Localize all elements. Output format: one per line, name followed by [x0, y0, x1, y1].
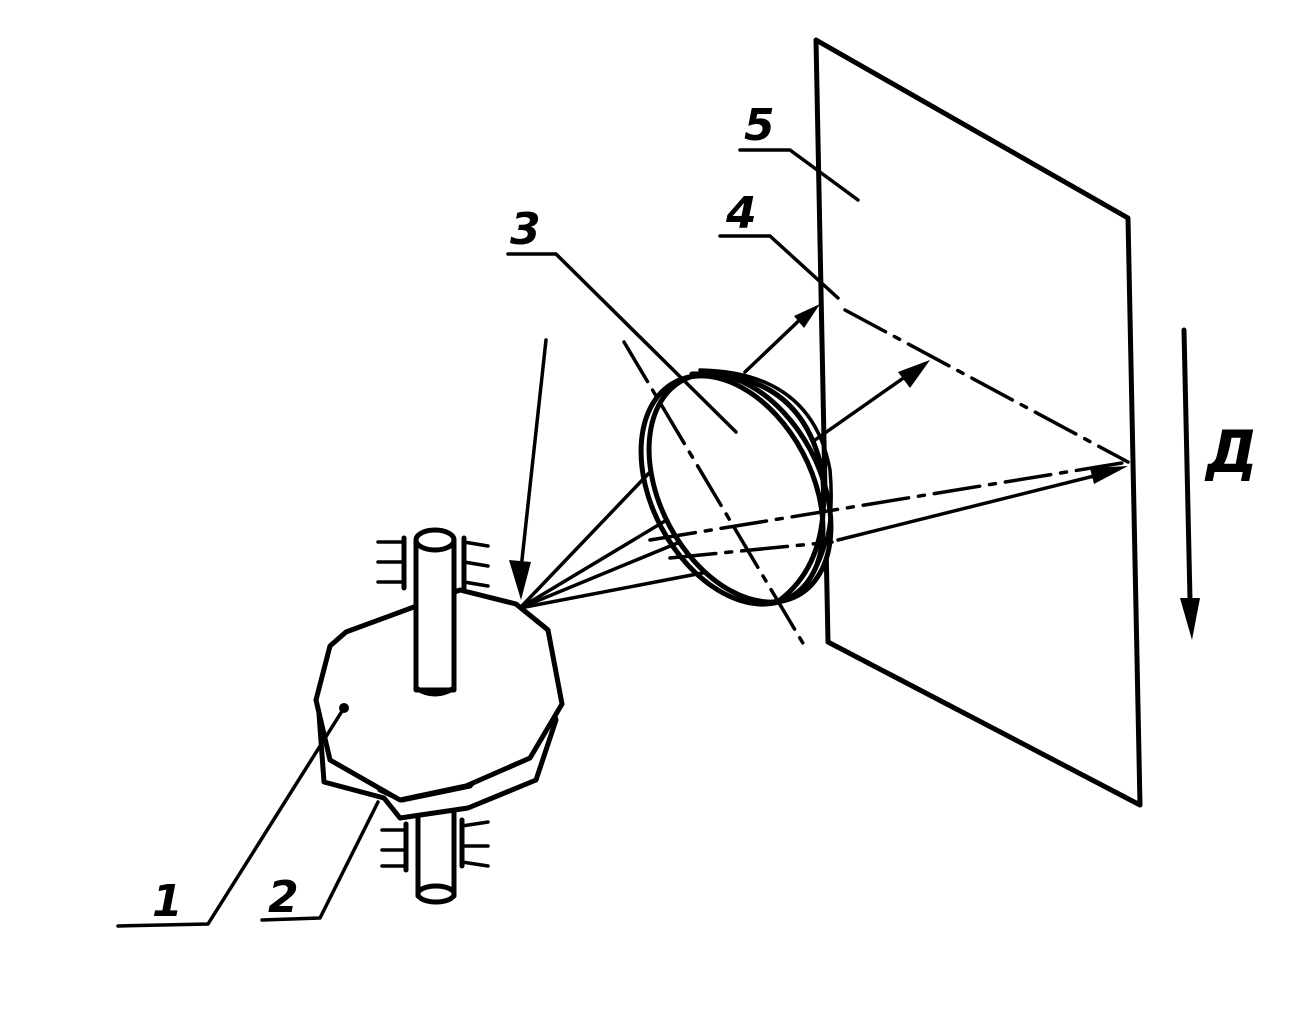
screen-plane: [813, 37, 1143, 808]
label-part-4: 4: [725, 188, 757, 239]
label-part-1: 1: [152, 876, 183, 927]
label-part-5: 5: [744, 100, 775, 151]
label-part-2: 2: [268, 872, 299, 923]
scan-direction-arrow: [1180, 327, 1200, 640]
incoming-light-arrow: [509, 338, 548, 600]
output-beams: [743, 304, 1130, 542]
polygon-mirror-assembly: [313, 527, 565, 905]
label-part-3: 3: [510, 204, 541, 255]
leader-lines: [116, 148, 860, 928]
label-direction: Д: [1204, 418, 1258, 486]
optical-axis-lines: [622, 340, 1130, 647]
